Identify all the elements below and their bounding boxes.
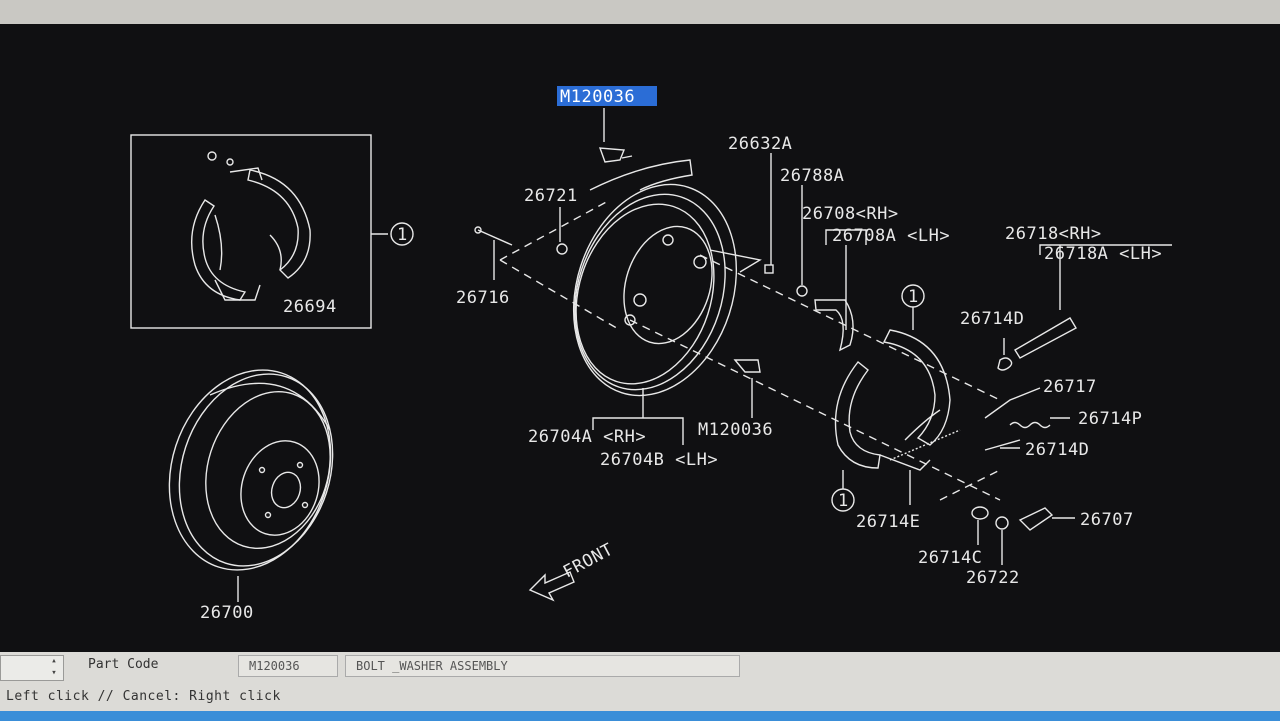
label-clip-a[interactable]: 26632A [728,134,792,154]
label-spring-d1[interactable]: 26714D [960,309,1024,329]
part-info-panel: ▴ ▾ Part Code M120036 BOLT _WASHER ASSEM… [0,652,1280,721]
label-backing-plate-rh[interactable]: 26704A <RH> [528,427,646,447]
label-callout-1c: 1 [838,491,849,511]
parts-diagram[interactable]: M120036 26694 1 1 1 26700 26716 26721 26… [0,24,1280,652]
label-lower-bolt[interactable]: M120036 [698,420,773,440]
label-front: FRONT [560,540,617,583]
label-backing-plate-lh[interactable]: 26704B <LH> [600,450,718,470]
spin-up-icon[interactable]: ▴ [51,656,57,666]
status-hint: Left click // Cancel: Right click [6,689,281,704]
label-spring-17[interactable]: 26717 [1043,377,1097,397]
label-clip-b[interactable]: 26788A [780,166,844,186]
part-code-label: Part Code [88,657,159,672]
label-backing-bolt[interactable]: 26716 [456,288,510,308]
label-lever-lh[interactable]: 26708A <LH> [832,226,950,246]
label-spring-e[interactable]: 26714E [856,512,920,532]
brake-disc-illustration [168,369,334,602]
top-bolt-illustration [598,147,626,163]
shoe-assembly-illustration [834,329,961,505]
label-top-bolt[interactable]: M120036 [560,87,635,107]
label-shoe-kit[interactable]: 26694 [283,297,337,317]
label-washer[interactable]: 26722 [966,568,1020,588]
label-spring-p[interactable]: 26714P [1078,409,1142,429]
spin-down-icon[interactable]: ▾ [51,668,57,678]
alignment-lines [499,199,1001,501]
label-strut-lh[interactable]: 26718A <LH> [1044,244,1162,264]
page-spinner[interactable]: ▴ ▾ [0,655,64,681]
label-spring-c[interactable]: 26714C [918,548,982,568]
part-description-field[interactable]: BOLT _WASHER ASSEMBLY [345,655,740,677]
label-adjuster[interactable]: 26707 [1080,510,1134,530]
brake-shoes-illustration [190,151,311,301]
label-disc[interactable]: 26700 [200,603,254,623]
label-adjuster-pin[interactable]: 26721 [524,186,578,206]
label-callout-1b: 1 [908,287,919,307]
label-lever-rh[interactable]: 26708<RH> [802,204,899,224]
selected-part-highlight [557,86,657,106]
label-strut-rh[interactable]: 26718<RH> [1005,224,1102,244]
part-code-field[interactable]: M120036 [238,655,338,677]
shoe-kit-box [130,134,372,329]
diagram-canvas: M120036 26694 1 1 1 26700 26716 26721 26… [130,86,1172,623]
label-spring-d2[interactable]: 26714D [1025,440,1089,460]
backing-plate-illustration [572,159,762,397]
front-arrow-icon [528,571,575,602]
taskbar-strip [0,711,1280,721]
label-callout-1a: 1 [397,225,408,245]
